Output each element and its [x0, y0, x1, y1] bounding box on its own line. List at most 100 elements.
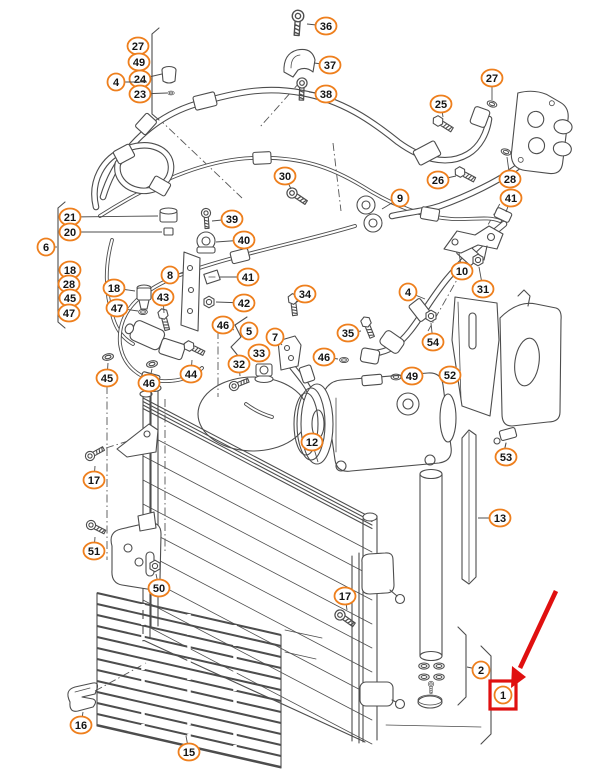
- callout-50[interactable]: 50: [147, 573, 171, 598]
- callout-46-2[interactable]: 46: [312, 347, 339, 367]
- svg-text:10: 10: [456, 266, 468, 278]
- mount-33: [254, 363, 274, 384]
- svg-text:26: 26: [432, 175, 444, 187]
- callout-5[interactable]: 5: [239, 321, 259, 341]
- svg-text:47: 47: [63, 308, 75, 320]
- highlight-box-item-1[interactable]: [488, 679, 518, 711]
- sensor-block: [124, 320, 166, 351]
- callout-28[interactable]: 28: [498, 156, 522, 189]
- svg-text:33: 33: [253, 348, 265, 360]
- svg-text:16: 16: [75, 720, 87, 732]
- receiver-drier: [417, 468, 445, 709]
- callout-52[interactable]: 52: [438, 365, 462, 385]
- callout-32[interactable]: 32: [227, 354, 251, 377]
- callout-37[interactable]: 37: [313, 55, 342, 75]
- callout-17[interactable]: 17: [82, 465, 106, 490]
- callout-36[interactable]: 36: [306, 16, 338, 36]
- callout-1[interactable]: 1: [493, 685, 513, 705]
- svg-text:7: 7: [272, 332, 278, 344]
- evaporator-connection: [510, 90, 573, 175]
- callout-35[interactable]: 35: [336, 323, 362, 343]
- highlight-arrow: [517, 590, 559, 669]
- svg-text:42: 42: [238, 298, 250, 310]
- callout-4[interactable]: 4: [106, 72, 148, 92]
- callout-2[interactable]: 2: [466, 660, 491, 680]
- callout-24[interactable]: 24: [128, 69, 163, 89]
- svg-text:39: 39: [226, 214, 238, 226]
- callout-13[interactable]: 13: [478, 508, 512, 528]
- callout-15[interactable]: 15: [177, 735, 201, 762]
- svg-text:1: 1: [500, 690, 506, 702]
- condenser-bracket: [110, 511, 162, 590]
- callout-27[interactable]: 27: [126, 36, 150, 56]
- clip-41: [203, 269, 221, 285]
- callout-49-2[interactable]: 49: [400, 366, 424, 386]
- svg-text:38: 38: [320, 89, 332, 101]
- callout-16[interactable]: 16: [69, 711, 93, 735]
- seal-strip: [461, 429, 477, 585]
- callout-46-3[interactable]: 46: [137, 368, 161, 393]
- callout-33[interactable]: 33: [247, 343, 271, 363]
- callout-12[interactable]: 12: [300, 432, 324, 463]
- clamp-53: [493, 426, 518, 453]
- svg-text:43: 43: [157, 292, 169, 304]
- callout-8[interactable]: 8: [160, 265, 184, 285]
- callout-31[interactable]: 31: [471, 266, 495, 299]
- svg-text:41: 41: [505, 193, 517, 205]
- callout-45[interactable]: 45: [58, 288, 82, 308]
- callout-27-2[interactable]: 27: [480, 68, 504, 101]
- callout-10[interactable]: 10: [450, 252, 474, 281]
- service-valve: [159, 207, 178, 236]
- svg-text:46: 46: [143, 378, 155, 390]
- callout-45-2[interactable]: 45: [95, 362, 119, 388]
- svg-text:8: 8: [167, 270, 173, 282]
- svg-text:34: 34: [299, 289, 312, 301]
- callout-28-2[interactable]: 28: [57, 274, 81, 294]
- callout-43[interactable]: 43: [151, 287, 175, 314]
- callout-20[interactable]: 20: [58, 222, 163, 242]
- callout-44[interactable]: 44: [179, 359, 203, 384]
- svg-text:51: 51: [88, 546, 100, 558]
- callout-34[interactable]: 34: [293, 284, 317, 304]
- callout-46[interactable]: 46: [211, 315, 235, 335]
- callout-53[interactable]: 53: [494, 447, 518, 467]
- callout-4-2[interactable]: 4: [398, 282, 426, 302]
- callout-41[interactable]: 41: [499, 188, 523, 213]
- cap-24-23: [161, 65, 177, 96]
- svg-text:27: 27: [486, 73, 498, 85]
- callout-18-2[interactable]: 18: [102, 278, 136, 298]
- callout-54[interactable]: 54: [421, 322, 445, 352]
- callout-26[interactable]: 26: [426, 170, 457, 190]
- callout-51[interactable]: 51: [82, 536, 106, 561]
- pipe-clamp-40: [196, 231, 216, 254]
- condenser-outlet-fittings: [359, 552, 406, 710]
- callout-41-2[interactable]: 41: [220, 267, 260, 287]
- svg-text:49: 49: [406, 371, 418, 383]
- callout-7[interactable]: 7: [265, 327, 285, 347]
- hose-loop: [197, 376, 309, 452]
- svg-text:17: 17: [339, 591, 351, 603]
- callout-47[interactable]: 47: [57, 303, 81, 323]
- radiator-grille: [96, 592, 323, 769]
- callout-17-2[interactable]: 17: [333, 586, 357, 611]
- svg-text:21: 21: [64, 212, 76, 224]
- callout-30[interactable]: 30: [273, 166, 297, 190]
- svg-text:50: 50: [153, 583, 165, 595]
- callout-38[interactable]: 38: [308, 84, 338, 104]
- highlight-arrowhead: [511, 666, 526, 688]
- svg-text:12: 12: [306, 437, 318, 449]
- callout-49[interactable]: 49: [127, 52, 151, 72]
- callout-25[interactable]: 25: [429, 94, 453, 118]
- callout-39[interactable]: 39: [211, 209, 244, 229]
- callout-6[interactable]: 6: [36, 237, 58, 257]
- callout-23[interactable]: 23: [128, 84, 168, 104]
- svg-text:9: 9: [397, 193, 403, 205]
- svg-text:4: 4: [113, 77, 120, 89]
- svg-text:41: 41: [242, 272, 254, 284]
- callout-42[interactable]: 42: [215, 293, 256, 313]
- callout-9[interactable]: 9: [381, 188, 410, 210]
- svg-text:24: 24: [134, 74, 147, 86]
- callout-47-2[interactable]: 47: [105, 298, 139, 318]
- svg-text:47: 47: [111, 303, 123, 315]
- callout-40[interactable]: 40: [215, 230, 256, 250]
